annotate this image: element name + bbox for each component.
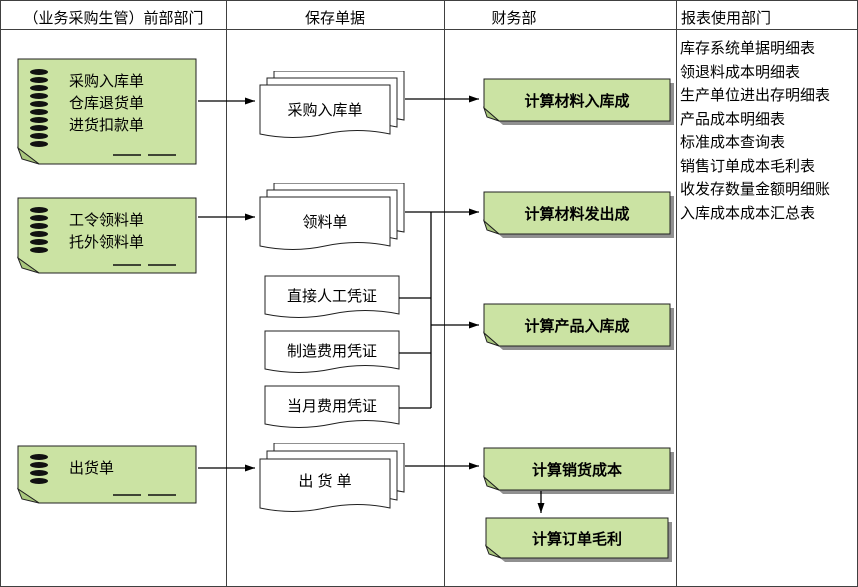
saved-doc-label: 出 货 单	[298, 473, 352, 490]
report-item: 产品成本明细表	[680, 110, 786, 128]
saved-doc-material-requisition: 领料单	[259, 183, 405, 261]
corner-fold	[483, 331, 500, 347]
column-header-saved-docs: 保存单据	[304, 10, 365, 27]
spiral-binding-icon	[30, 207, 48, 253]
saved-doc-label: 采购入库单	[287, 102, 363, 119]
document-shape	[264, 275, 400, 318]
saved-doc-label: 制造费用凭证	[286, 343, 377, 360]
note-shape	[483, 303, 671, 347]
bound-doc-shape	[17, 58, 197, 165]
paper-stack-shape	[259, 443, 405, 512]
saved-doc-label: 领料单	[302, 214, 348, 231]
doc-line: 工令领料单	[69, 212, 145, 229]
source-doc-shipping: 出货单	[17, 445, 197, 513]
bound-doc-shape	[17, 445, 197, 504]
column-divider-2	[444, 1, 445, 586]
report-item: 库存系统单据明细表	[680, 40, 816, 57]
finance-task-label: 计算销货成本	[531, 462, 622, 479]
doc-line: 出货单	[69, 460, 115, 477]
finance-task-material-inbound: 计算材料入库成	[483, 78, 675, 126]
corner-fold	[17, 487, 40, 504]
finance-task-label: 计算产品入库成	[524, 318, 630, 335]
corner-fold	[483, 106, 500, 122]
source-doc-production: 工令领料单 托外领料单	[17, 197, 197, 283]
finance-task-label: 计算订单毛利	[531, 531, 622, 548]
report-item: 入库成本成本汇总表	[680, 204, 816, 222]
saved-doc-monthly-expense-voucher: 当月费用凭证	[264, 385, 400, 433]
finance-task-cogs: 计算销货成本	[483, 447, 675, 495]
bound-doc-shape	[17, 197, 197, 274]
finance-task-order-profit: 计算订单毛利	[485, 517, 677, 565]
note-shape	[485, 517, 669, 559]
doc-line: 仓库退货单	[69, 95, 145, 112]
document-shape	[264, 330, 400, 373]
report-item: 生产单位进出存明细表	[680, 87, 831, 104]
corner-fold	[17, 256, 40, 274]
doc-line: 托外领料单	[69, 234, 145, 251]
paper-stack-shape	[259, 71, 405, 138]
header-divider	[1, 29, 857, 30]
saved-doc-purchase-receipt: 采购入库单	[259, 71, 405, 149]
note-shape	[483, 191, 671, 235]
column-header-source-dept: （业务采购生管）前部部门	[23, 10, 204, 27]
saved-doc-direct-labor-voucher: 直接人工凭证	[264, 275, 400, 323]
doc-line: 采购入库单	[69, 73, 145, 90]
corner-fold	[483, 475, 500, 491]
saved-doc-label: 当月费用凭证	[286, 398, 377, 415]
column-divider-3	[676, 1, 677, 586]
report-item: 标准成本查询表	[680, 134, 786, 151]
column-header-report-users: 报表使用部门	[681, 10, 772, 27]
doc-line: 进货扣款单	[69, 117, 145, 134]
saved-doc-shipment: 出 货 单	[259, 443, 405, 523]
column-divider-1	[226, 1, 227, 586]
corner-fold	[483, 219, 500, 235]
report-list: 库存系统单据明细表 领退料成本明细表 生产单位进出存明细表 产品成本明细表 标准…	[680, 37, 830, 225]
finance-task-product-inbound: 计算产品入库成	[483, 303, 675, 351]
finance-task-label: 计算材料入库成	[524, 93, 630, 110]
source-doc-purchasing: 采购入库单 仓库退货单 进货扣款单	[17, 58, 197, 174]
paper-stack-shape	[259, 183, 405, 250]
finance-task-label: 计算材料发出成	[524, 206, 630, 223]
report-item: 收发存数量金额明细账	[680, 181, 831, 198]
spiral-binding-icon	[30, 454, 48, 484]
saved-doc-label: 直接人工凭证	[286, 288, 377, 305]
source-doc-lines: 采购入库单 仓库退货单 进货扣款单	[69, 71, 144, 137]
source-doc-lines: 出货单	[69, 458, 114, 480]
corner-fold	[17, 146, 40, 165]
document-shape	[264, 385, 400, 428]
column-header-finance-dept: 财务部	[491, 10, 537, 27]
saved-doc-manufacturing-expense-voucher: 制造费用凭证	[264, 330, 400, 378]
note-shape	[483, 78, 671, 122]
source-doc-lines: 工令领料单 托外领料单	[69, 210, 144, 254]
spiral-binding-icon	[30, 69, 48, 147]
note-shape	[483, 447, 671, 491]
finance-task-material-issue: 计算材料发出成	[483, 191, 675, 239]
report-item: 销售订单成本毛利表	[680, 157, 816, 175]
corner-fold	[485, 544, 502, 559]
report-item: 领退料成本明细表	[680, 63, 801, 81]
